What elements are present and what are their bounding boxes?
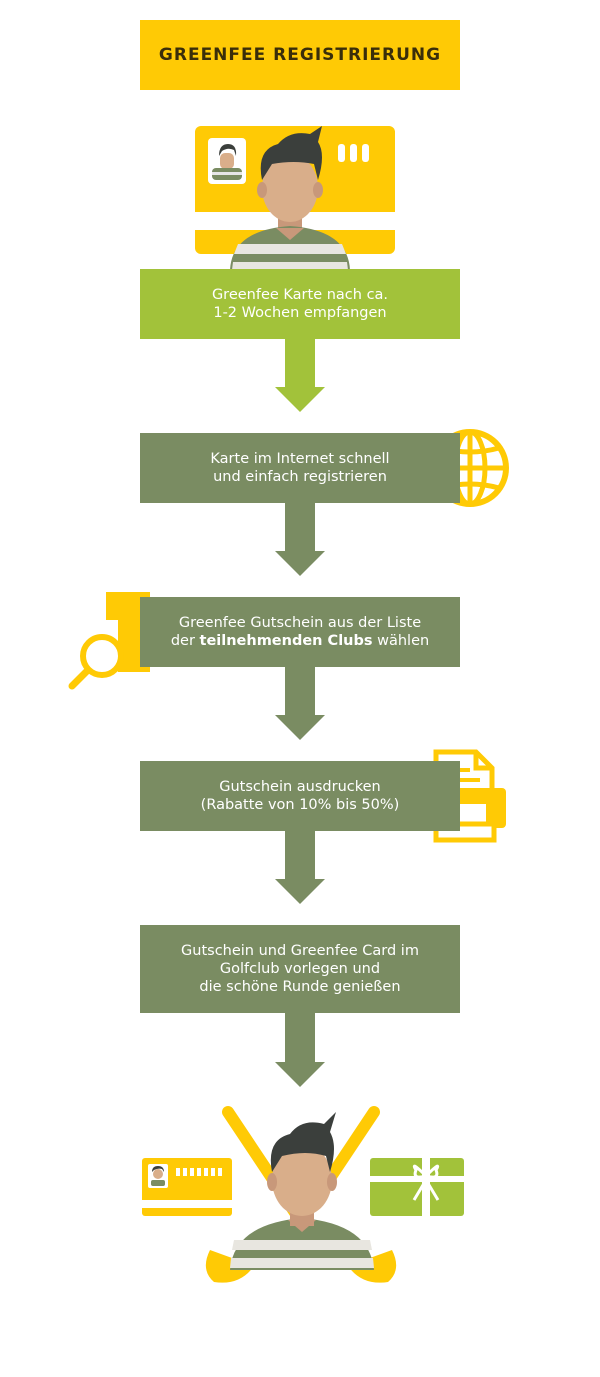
step-3-line-2-bold: teilnehmenden Clubs: [199, 633, 373, 649]
step-3-line-2-post: wählen: [372, 633, 430, 649]
step-4-line-1: Gutschein ausdrucken: [219, 779, 381, 795]
step-3-line-2: der teilnehmenden Clubs wählen: [171, 632, 429, 650]
step-4-box: Gutschein ausdrucken (Rabatte von 10% bi…: [140, 761, 460, 831]
arrow-down-1: [275, 339, 325, 412]
arrow-down-4: [275, 831, 325, 904]
step-3-line-2-pre: der: [170, 633, 200, 649]
step-1-line-1: Greenfee Karte nach ca.: [211, 287, 389, 303]
golfer-reward-icon: [142, 1106, 464, 1283]
step-2-box: Karte im Internet schnell und einfach re…: [140, 433, 460, 503]
step-1-line-2: 1-2 Wochen empfangen: [213, 305, 387, 321]
step-5-box: Gutschein und Greenfee Card im Golfclub …: [140, 925, 460, 1013]
arrow-down-2: [275, 503, 325, 576]
step-2-line-2: und einfach registrieren: [213, 469, 387, 485]
step-3-box: Greenfee Gutschein aus der Liste der tei…: [140, 597, 460, 667]
step-5-line-3: die schöne Runde genießen: [199, 979, 401, 995]
arrow-down-3: [275, 667, 325, 740]
step-1-box: Greenfee Karte nach ca. 1-2 Wochen empfa…: [140, 269, 460, 339]
arrow-down-5: [275, 1013, 325, 1087]
step-5-line-1: Gutschein und Greenfee Card im: [181, 943, 419, 959]
magnifier-document-icon: [68, 592, 150, 690]
title-banner: GREENFEE REGISTRIERUNG: [140, 20, 460, 90]
step-2-line-1: Karte im Internet schnell: [210, 451, 390, 467]
card-person-icon: [195, 126, 395, 270]
page-title: GREENFEE REGISTRIERUNG: [158, 45, 442, 65]
step-3-line-1: Greenfee Gutschein aus der Liste: [178, 615, 422, 631]
step-4-line-2: (Rabatte von 10% bis 50%): [200, 797, 400, 813]
step-5-line-2: Golfclub vorlegen und: [219, 961, 381, 977]
